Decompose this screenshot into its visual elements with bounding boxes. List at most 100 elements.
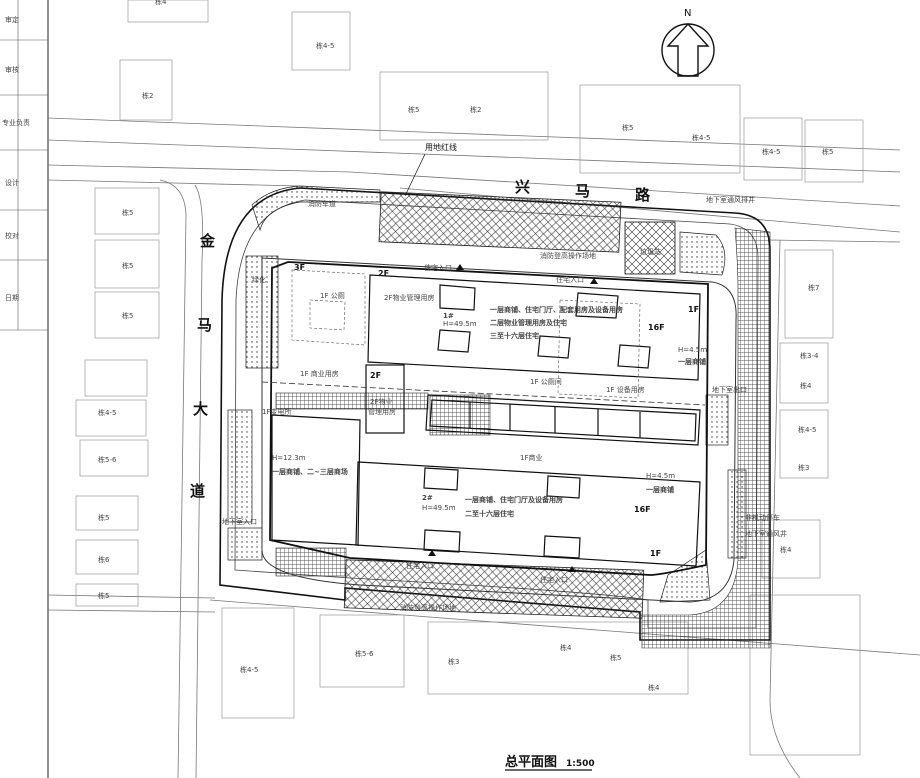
svg-text:1F 商业用房: 1F 商业用房 [300,369,339,378]
svg-text:一层商铺、二~三层商场: 一层商铺、二~三层商场 [272,467,348,476]
plan-labels: 用地红线 消防车道 消防登高操作场地 消防登高操作场地 垃圾站 地下室通风排井 … [222,142,787,612]
svg-text:栋5-6: 栋5-6 [355,649,374,658]
svg-text:绿化: 绿化 [252,275,266,284]
svg-text:地下室出口: 地下室出口 [712,385,747,394]
svg-text:一层商铺: 一层商铺 [646,485,674,494]
svg-text:1F: 1F [688,305,699,314]
svg-text:栋5-6: 栋5-6 [98,455,117,464]
svg-text:栋4-5: 栋4-5 [240,665,258,674]
mall-block [271,414,361,546]
svg-text:H=12.3m: H=12.3m [272,454,306,462]
compass-north-label: N [684,8,691,19]
svg-text:H=49.5m: H=49.5m [443,320,477,328]
svg-text:栋3: 栋3 [798,463,809,472]
side-cell-5: 校对 [5,231,19,240]
svg-text:栋5: 栋5 [822,147,833,156]
svg-text:非机动停车: 非机动停车 [745,513,780,522]
svg-text:栋2: 栋2 [470,105,481,114]
side-cell-6: 日期 [5,294,19,302]
svg-text:栋4-5: 栋4-5 [316,41,334,50]
svg-text:1F变电所: 1F变电所 [262,407,291,416]
svg-text:一层商铺: 一层商铺 [678,357,706,366]
svg-text:栋5: 栋5 [122,208,133,217]
svg-text:一层商铺、住宅门厅及设备用房: 一层商铺、住宅门厅及设备用房 [465,495,563,504]
svg-text:16F: 16F [648,323,665,332]
building-1 [367,274,701,381]
svg-text:消防登高操作场地: 消防登高操作场地 [400,603,456,612]
svg-text:地下室入口: 地下室入口 [222,517,257,526]
grid-paving-small [275,547,347,577]
drawing-title: 总平面图 1:500 [505,754,595,771]
svg-text:垃圾站: 垃圾站 [640,247,661,256]
svg-text:栋4-5: 栋4-5 [692,133,710,142]
svg-text:用地红线: 用地红线 [425,142,457,152]
svg-text:地下室通风排井: 地下室通风排井 [706,195,755,204]
road-west-name: 金 马 大 道 [190,232,216,500]
svg-text:二层物业管理用房及住宅: 二层物业管理用房及住宅 [490,318,567,327]
svg-text:住宅入口: 住宅入口 [556,275,584,284]
svg-text:栋4: 栋4 [800,381,812,390]
side-cell-2: 审核 [5,65,19,74]
svg-text:栋4: 栋4 [780,545,792,554]
svg-text:金: 金 [199,232,216,250]
svg-text:消防登高操作场地: 消防登高操作场地 [540,251,596,260]
svg-text:2F: 2F [370,371,381,380]
svg-text:地下室通风井: 地下室通风井 [745,529,787,538]
svg-text:住宅入口: 住宅入口 [406,561,434,570]
svg-text:1F 设备用房: 1F 设备用房 [606,385,645,394]
mid-2f-block [365,364,405,434]
central-strip [425,394,701,446]
fire-work-area-north [378,191,622,253]
svg-text:1F商业: 1F商业 [520,453,542,462]
svg-text:三至十六层住宅: 三至十六层住宅 [490,331,539,340]
svg-text:栋5: 栋5 [98,513,109,522]
svg-text:3F: 3F [294,263,305,272]
svg-text:栋5: 栋5 [98,591,109,600]
road-lines [47,117,920,778]
svg-text:栋4-5: 栋4-5 [98,408,116,417]
svg-text:道: 道 [190,482,205,500]
svg-text:16F: 16F [634,505,651,514]
svg-text:2F物业: 2F物业 [370,397,392,406]
svg-text:栋3: 栋3 [448,657,459,666]
fire-work-area-south [343,559,645,619]
entrance-markers [428,264,598,572]
svg-text:1F: 1F [650,549,661,558]
svg-text:栋3-4: 栋3-4 [800,351,819,360]
svg-text:栋4: 栋4 [648,683,660,692]
drawing-title-text: 总平面图 [505,754,557,770]
svg-text:2#: 2# [422,494,433,502]
svg-text:大: 大 [193,400,208,418]
svg-text:栋4: 栋4 [155,0,167,6]
side-cell-3: 专业负责 [2,118,30,127]
svg-text:1F 公厕: 1F 公厕 [320,292,345,300]
svg-text:一层商铺、住宅门厅、配套用房及设备用房: 一层商铺、住宅门厅、配套用房及设备用房 [490,305,623,314]
side-cell-4: 设计 [5,178,19,187]
svg-text:1#: 1# [443,312,454,320]
svg-text:栋4-5: 栋4-5 [762,147,780,156]
svg-text:栋5: 栋5 [122,261,133,270]
svg-text:栋5: 栋5 [408,105,419,114]
svg-text:管理用房: 管理用房 [368,407,396,416]
svg-text:栋5: 栋5 [122,311,133,320]
svg-text:H=4.5m: H=4.5m [646,472,675,480]
neighbor-buildings [75,0,864,756]
svg-text:路: 路 [635,186,651,204]
svg-text:2F物业管理用房: 2F物业管理用房 [384,293,434,302]
north-compass: N [661,8,715,77]
svg-text:2F: 2F [378,269,389,278]
side-cell-1: 审定 [5,15,19,24]
svg-text:二至十六层住宅: 二至十六层住宅 [465,509,514,518]
neighbor-labels: 栋4 栋2 栋4-5 栋5 栋2 栋5 栋4-5 栋4-5 栋5 栋5 栋5 栋… [98,0,833,692]
svg-text:栋5: 栋5 [622,123,633,132]
side-title-block: 审定 审核 专业负责 设计 校对 日期 [0,0,49,778]
svg-text:栋6: 栋6 [98,555,110,564]
svg-text:住宅入口: 住宅入口 [424,263,452,272]
svg-text:消防车道: 消防车道 [308,199,336,208]
svg-text:栋2: 栋2 [142,91,153,100]
svg-text:兴: 兴 [515,178,530,196]
podium-outline [269,261,709,576]
building-2 [355,461,701,567]
svg-text:栋5: 栋5 [610,653,621,662]
road-north-name: 兴 马 路 [515,178,651,204]
